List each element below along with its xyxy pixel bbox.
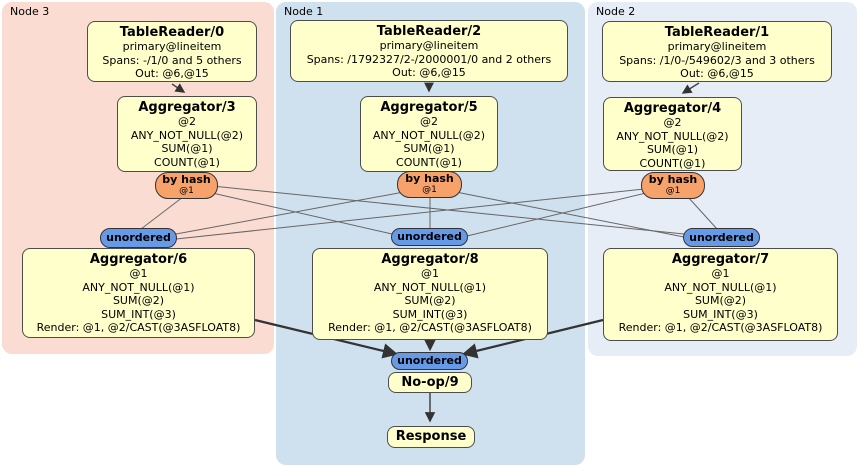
processor-aggregator-4: Aggregator/4 @2 ANY_NOT_NULL(@2) SUM(@1)…	[603, 97, 742, 171]
processor-tablereader-0: TableReader/0 primary@lineitem Spans: -/…	[87, 21, 257, 82]
processor-detail: COUNT(@1)	[154, 155, 220, 169]
processor-detail: Render: @1, @2/CAST(@3ASFLOAT8)	[36, 321, 241, 334]
edge-routerM-syncR	[455, 191, 685, 238]
processor-detail: Spans: -/1/0 and 5 others	[102, 53, 242, 67]
processor-detail: SUM(@2)	[694, 294, 747, 307]
processor-detail: @2	[178, 115, 196, 128]
processor-detail: COUNT(@1)	[396, 155, 462, 169]
region-node-3-label: Node 3	[10, 5, 50, 18]
processor-detail: ANY_NOT_NULL(@1)	[82, 280, 195, 294]
hash-router-label: by hash	[648, 173, 698, 186]
processor-detail: Render: @1, @2/CAST(@3ASFLOAT8)	[618, 321, 823, 334]
processor-detail: Render: @1, @2/CAST(@3ASFLOAT8)	[328, 321, 532, 334]
edge-routerM-syncL	[175, 191, 405, 235]
processor-aggregator-6: Aggregator/6 @1 ANY_NOT_NULL(@1) SUM(@2)…	[22, 248, 255, 338]
edge-routerR-syncL	[175, 188, 645, 240]
unordered-sync-final: unordered	[391, 352, 468, 370]
processor-title: TableReader/2	[376, 24, 482, 39]
processor-detail: @1	[421, 267, 439, 280]
edge-routerR-syncM	[466, 192, 647, 237]
processor-aggregator-7: Aggregator/7 @1 ANY_NOT_NULL(@1) SUM(@2)…	[603, 248, 838, 341]
processor-aggregator-8: Aggregator/8 @1 ANY_NOT_NULL(@1) SUM(@2)…	[312, 248, 548, 340]
processor-detail: SUM(@2)	[112, 294, 165, 307]
processor-title: Aggregator/3	[138, 100, 236, 115]
processor-detail: SUM(@1)	[403, 142, 455, 155]
processor-title: Aggregator/7	[671, 252, 770, 267]
hash-router-detail: @1	[179, 186, 194, 196]
hash-router-label: by hash	[162, 173, 211, 186]
processor-aggregator-5: Aggregator/5 @2 ANY_NOT_NULL(@2) SUM(@1)…	[360, 96, 498, 172]
unordered-sync-middle: unordered	[391, 228, 468, 246]
processor-detail: COUNT(@1)	[639, 156, 706, 170]
unordered-sync-right: unordered	[683, 228, 760, 247]
processor-noop-9: No-op/9	[388, 372, 472, 393]
processor-detail: Spans: /1/0-/549602/3 and 3 others	[619, 53, 815, 67]
region-node-1-label: Node 1	[284, 5, 324, 18]
edge-tr0-agg3	[171, 83, 186, 93]
processor-detail: SUM(@1)	[161, 142, 213, 155]
processor-title: Aggregator/8	[381, 252, 479, 267]
processor-detail: primary@lineitem	[122, 40, 222, 53]
region-node-2-label: Node 2	[596, 5, 636, 18]
processor-detail: primary@lineitem	[667, 40, 767, 53]
response-node: Response	[387, 426, 475, 448]
processor-detail: ANY_NOT_NULL(@2)	[372, 128, 486, 142]
processor-title: Response	[395, 429, 467, 444]
hash-router-right: by hash @1	[641, 172, 705, 199]
edge-routerL-syncL	[140, 196, 184, 230]
processor-title: TableReader/1	[664, 25, 770, 40]
processor-detail: SUM_INT(@3)	[101, 307, 176, 321]
edge-routerL-syncM	[207, 191, 393, 235]
processor-title: No-op/9	[401, 375, 459, 390]
hash-router-label: by hash	[405, 172, 454, 185]
processor-detail: SUM_INT(@3)	[683, 307, 758, 321]
processor-detail: SUM_INT(@3)	[392, 307, 468, 321]
edge-tr1-agg4	[681, 82, 700, 94]
processor-detail: ANY_NOT_NULL(@1)	[373, 280, 487, 294]
hash-router-detail: @1	[665, 186, 681, 196]
processor-detail: ANY_NOT_NULL(@2)	[130, 128, 244, 142]
processor-title: Aggregator/6	[89, 252, 188, 267]
processor-detail: primary@lineitem	[379, 39, 479, 52]
processor-detail: @2	[663, 116, 682, 129]
processor-detail: Out: @6,@15	[135, 67, 209, 80]
processor-tablereader-1: TableReader/1 primary@lineitem Spans: /1…	[602, 21, 832, 82]
processor-detail: Spans: /1792327/2-/2000001/0 and 2 other…	[306, 52, 552, 66]
processor-title: TableReader/0	[119, 25, 225, 40]
processor-aggregator-3: Aggregator/3 @2 ANY_NOT_NULL(@2) SUM(@1)…	[117, 96, 257, 172]
hash-router-left: by hash @1	[155, 172, 218, 199]
processor-detail: ANY_NOT_NULL(@2)	[616, 129, 729, 143]
processor-detail: @2	[420, 115, 438, 128]
processor-detail: @1	[129, 267, 148, 280]
processor-title: Aggregator/5	[380, 100, 478, 115]
hash-router-detail: @1	[422, 185, 437, 195]
processor-detail: Out: @6,@15	[392, 66, 466, 79]
processor-tablereader-2: TableReader/2 primary@lineitem Spans: /1…	[290, 20, 568, 82]
processor-detail: Out: @6,@15	[680, 67, 754, 80]
processor-title: Aggregator/4	[623, 101, 722, 116]
processor-detail: SUM(@1)	[646, 143, 699, 156]
processor-detail: ANY_NOT_NULL(@1)	[664, 280, 777, 294]
hash-router-middle: by hash @1	[397, 171, 462, 198]
edge-routerR-syncR	[687, 196, 718, 230]
unordered-sync-left: unordered	[100, 228, 177, 248]
processor-detail: SUM(@2)	[404, 294, 456, 307]
processor-detail: @1	[711, 267, 730, 280]
